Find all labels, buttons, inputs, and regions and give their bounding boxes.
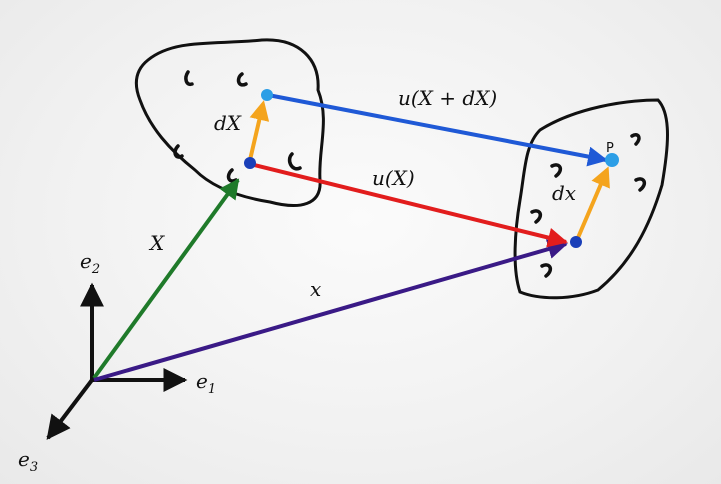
label-u-X: u(X) (372, 166, 415, 190)
label-x: x (310, 277, 321, 301)
comma-glyph-icon (236, 72, 248, 87)
label-X: X (148, 231, 165, 255)
e3-base: e (18, 447, 30, 471)
comma-glyph-icon (530, 209, 543, 224)
label-P: P (606, 141, 614, 156)
label-e1: e1 (196, 369, 216, 397)
comma-glyph-icon (173, 144, 184, 159)
point-x (570, 236, 582, 248)
coordinate-axes (46, 282, 188, 440)
comma-glyph-icon (226, 168, 238, 183)
e2-sub: 2 (91, 262, 100, 277)
point-X-plus-dX (261, 89, 273, 101)
reference-inclusions (173, 70, 302, 183)
e1-base: e (196, 369, 208, 393)
label-u-X-plus-dX: u(X + dX) (398, 86, 497, 110)
displacement-u-X-plus-dX (267, 93, 608, 167)
e1-sub: 1 (208, 382, 216, 397)
comma-glyph-icon (550, 163, 563, 178)
comma-glyph-icon (540, 263, 553, 278)
e2-base: e (80, 249, 92, 273)
label-e3: e3 (18, 447, 38, 475)
comma-glyph-icon (630, 132, 641, 146)
axis-e3 (46, 378, 94, 440)
line-element-dx (575, 166, 610, 241)
label-e2: e2 (80, 249, 100, 277)
displacement-u-X (249, 162, 568, 248)
e3-sub: 3 (30, 460, 38, 475)
position-vector-X (92, 178, 240, 380)
comma-glyph-icon (184, 70, 194, 87)
label-dx: dx (552, 181, 576, 205)
point-X (244, 157, 256, 169)
point-P (605, 153, 619, 167)
deformed-body-outline (513, 98, 669, 300)
label-dX: dX (214, 111, 242, 135)
deformed-inclusions (530, 132, 647, 278)
line-element-dX (248, 100, 270, 161)
comma-glyph-icon (287, 152, 302, 171)
reference-body-outline (134, 38, 325, 207)
position-vector-x (93, 239, 568, 382)
comma-glyph-icon (634, 177, 647, 192)
